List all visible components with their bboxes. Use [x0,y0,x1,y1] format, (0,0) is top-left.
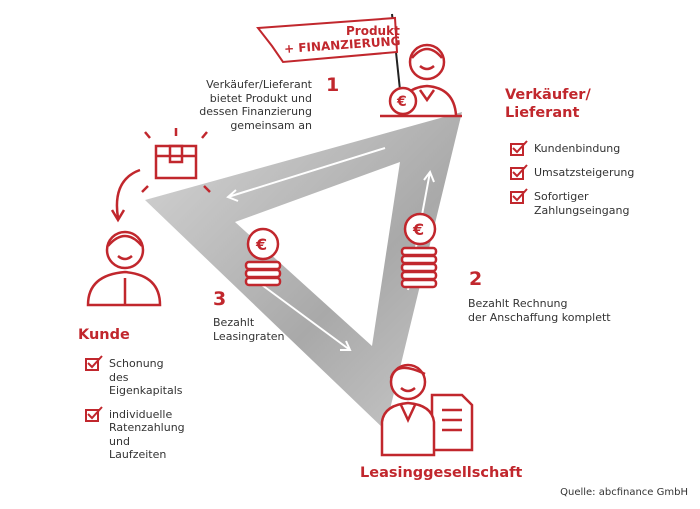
benefit-label: Umsatzsteigerung [534,166,635,179]
step-1-description: Verkäufer/Lieferant bietet Produkt und d… [199,78,312,132]
benefit-item: Kundenbindung [510,140,640,156]
checkbox-checked-icon [85,405,103,422]
benefit-label: Sofortiger Zahlungseingang [534,190,630,217]
coin-stack-left-icon [244,227,282,287]
customer-title: Kunde [78,327,130,343]
flag-icon [256,13,401,91]
arrow-to-leasing [261,284,352,351]
seller-person-icon [380,43,462,118]
benefit-item: Sofortiger Zahlungseingang [510,188,629,217]
checkbox-checked-icon [510,164,528,180]
title-line: Verkäufer/ [505,87,591,103]
customer-benefits-list: Schonung des Eigenkapitals individuelle … [85,355,185,472]
step-1-number: 1 [326,74,340,96]
step-2-description: Bezahlt Rechnung der Anschaffung komplet… [468,297,611,324]
text-line: der Anschaffung komplett [468,310,611,324]
leasing-person-icon [380,363,436,457]
svg-text:€: € [255,235,267,254]
svg-text:€: € [396,94,407,110]
flag-label-product: Produkt [346,24,400,38]
text-line: dessen Finanzierung [199,105,312,118]
triangle-flow-band [145,112,462,430]
text-line: Leasingraten [213,329,285,343]
step-2-number: 2 [469,268,483,290]
step-3-description: Bezahlt Leasingraten [213,316,285,343]
benefit-item: individuelle Ratenzahlung und Laufzeiten [85,405,185,462]
seller-title: Verkäufer/ Lieferant [505,86,591,122]
leasing-company-title: Leasinggesellschaft [360,465,523,481]
document-icon [430,393,474,452]
arrow-to-customer [226,147,386,202]
text-line: Verkäufer/Lieferant [206,78,312,91]
checkbox-checked-icon [510,140,528,156]
benefit-item: Schonung des Eigenkapitals [85,355,185,398]
euro-coin-icon [388,86,418,116]
title-line: Lieferant [505,105,580,121]
benefit-label: individuelle Ratenzahlung und Laufzeiten [109,407,185,462]
svg-text:€: € [412,220,424,239]
customer-person-icon [86,230,162,307]
benefit-label: Schonung des Eigenkapitals [109,357,183,397]
text-line: Bezahlt [213,316,255,329]
checkbox-checked-icon [510,188,528,204]
seller-benefits-list: Kundenbindung Umsatzsteigerung Sofortige… [510,140,640,227]
source-caption: Quelle: abcfinance GmbH [560,487,688,498]
checkbox-checked-icon [85,355,103,371]
text-line: bietet Produkt und [209,91,312,105]
step-3-number: 3 [213,288,227,310]
benefit-item: Umsatzsteigerung [510,164,640,180]
benefit-label: Kundenbindung [534,142,621,155]
text-line: gemeinsam an [230,118,312,132]
package-icon [110,128,211,223]
text-line: Bezahlt Rechnung [468,297,568,310]
coin-stack-right-icon [400,212,438,289]
